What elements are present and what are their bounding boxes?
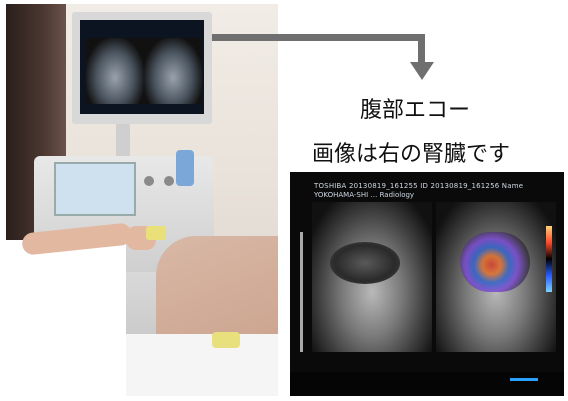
arrow-horizontal <box>212 34 424 41</box>
ultrasound-probe <box>212 332 240 348</box>
monitor-header-line1: TOSHIBA 20130819_161255 ID 20130819_1612… <box>314 182 524 190</box>
monitor-bottom-bar <box>290 372 564 396</box>
mini-ultrasound-image-left <box>86 38 144 104</box>
zoomed-ultrasound-monitor: TOSHIBA 20130819_161255 ID 20130819_1612… <box>290 172 564 396</box>
monitor-header-line2: YOKOHAMA-SHI … Radiology <box>314 191 415 199</box>
caption-title: 腹部エコー <box>360 98 471 123</box>
ultrasound-monitor-screen <box>80 20 204 114</box>
monitor-bottom-indicator <box>510 378 538 381</box>
arrow-down-icon <box>410 62 434 80</box>
console-knob <box>164 176 174 186</box>
console-touchscreen <box>54 162 136 216</box>
probe-holder <box>176 150 194 186</box>
monitor-arm <box>116 124 130 164</box>
mini-ultrasound-image-right <box>144 38 202 104</box>
exam-photo <box>6 4 278 396</box>
arrow-vertical <box>418 34 425 62</box>
kidney-bmode <box>330 242 400 284</box>
operator-coat <box>6 240 126 396</box>
kidney-color-doppler <box>460 232 530 292</box>
patient-sheet <box>126 334 278 396</box>
doppler-colorbar <box>546 226 552 292</box>
depth-scale <box>300 232 303 352</box>
console-knob <box>144 176 154 186</box>
caption-subtitle: 画像は右の腎臓です <box>312 142 511 167</box>
trackball-pad <box>146 226 166 240</box>
ultrasound-monitor <box>72 12 212 124</box>
